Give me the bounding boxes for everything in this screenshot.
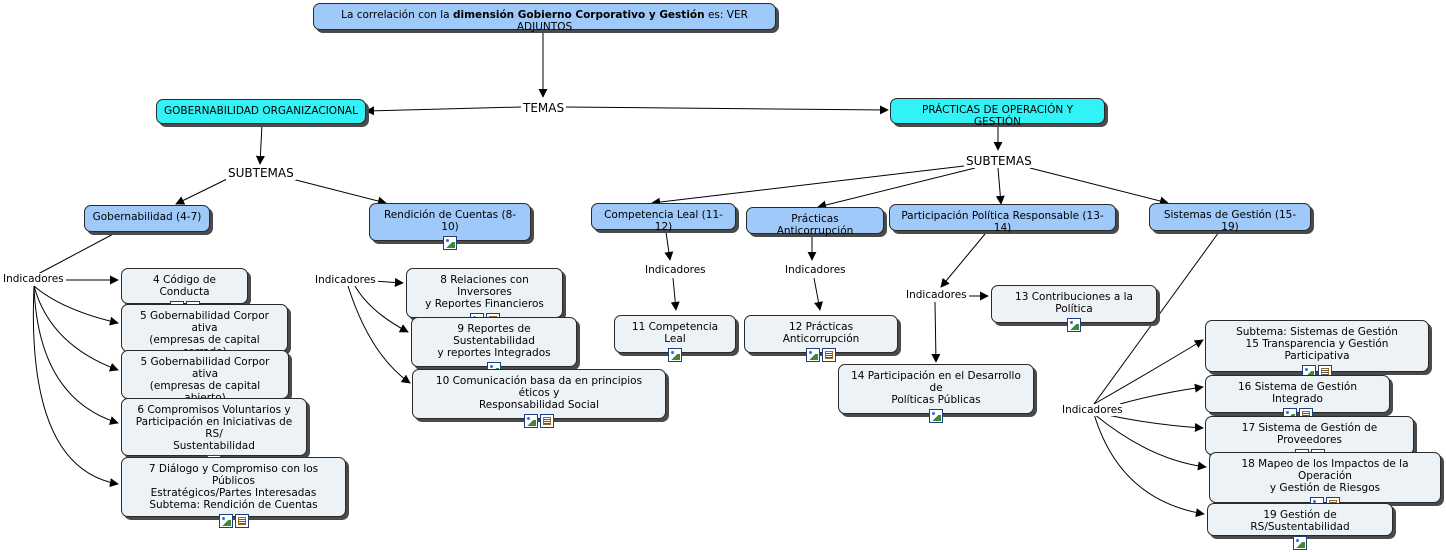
root-label-suffix: es: VER ADJUNTOS bbox=[516, 9, 748, 33]
subtopic-gobernabilidad[interactable]: Gobernabilidad (4-7) bbox=[84, 205, 210, 232]
resource-icons bbox=[419, 414, 659, 430]
topic-practicas-operacion-gestion[interactable]: PRÁCTICAS DE OPERACIÓN Y GESTIÓN bbox=[890, 98, 1105, 128]
indicator-18[interactable]: 18 Mapeo de los Impactos de la Operación… bbox=[1209, 452, 1441, 511]
indicator-label: 11 Competencia Leal bbox=[631, 321, 719, 345]
topic-label: GOBERNABILIDAD ORGANIZACIONAL bbox=[164, 105, 358, 117]
root-concept-label: La correlación con la dimensión Gobierno… bbox=[320, 9, 769, 33]
indicator-6[interactable]: 6 Compromisos Voluntarios y Participació… bbox=[121, 398, 307, 469]
indicator-label: 10 Comunicación basa da en principios ét… bbox=[435, 375, 643, 411]
image-resource-icon[interactable] bbox=[443, 236, 457, 250]
document-resource-icon[interactable] bbox=[540, 414, 554, 428]
subtopic-rendicion-cuentas[interactable]: Rendición de Cuentas (8-10) bbox=[369, 203, 531, 250]
indicadores-phrase-participacion: Indicadores bbox=[904, 289, 969, 301]
indicator-label: 13 Contribuciones a la Política bbox=[1015, 291, 1133, 315]
resource-icons bbox=[998, 318, 1150, 334]
indicator-label: 8 Relaciones con Inversores y Reportes F… bbox=[425, 274, 544, 310]
topic-label: PRÁCTICAS DE OPERACIÓN Y GESTIÓN bbox=[921, 104, 1073, 128]
subtopic-sistemas-gestion[interactable]: Sistemas de Gestión (15-19) bbox=[1149, 203, 1311, 233]
indicator-5-abierto[interactable]: 5 Gobernabilidad Corpor ativa (empresas … bbox=[121, 350, 289, 421]
subtopic-label: Participación Política Responsable (13-1… bbox=[901, 210, 1104, 234]
image-resource-icon[interactable] bbox=[1067, 318, 1081, 332]
indicator-8[interactable]: 8 Relaciones con Inversores y Reportes F… bbox=[406, 268, 563, 327]
indicator-16[interactable]: 16 Sistema de Gestión Integrado bbox=[1205, 375, 1390, 422]
subtemas-left-phrase: SUBTEMAS bbox=[226, 166, 296, 180]
indicator-label: 18 Mapeo de los Impactos de la Operación… bbox=[1241, 458, 1409, 494]
image-resource-icon[interactable] bbox=[668, 348, 682, 362]
indicator-13[interactable]: 13 Contribuciones a la Política bbox=[991, 285, 1157, 332]
indicator-label: 9 Reportes de Sustentabilidad y reportes… bbox=[437, 323, 551, 359]
document-resource-icon[interactable] bbox=[822, 348, 836, 362]
indicator-label: Subtema: Sistemas de Gestión 15 Transpar… bbox=[1236, 326, 1398, 362]
image-resource-icon[interactable] bbox=[806, 348, 820, 362]
image-resource-icon[interactable] bbox=[929, 409, 943, 423]
indicator-11[interactable]: 11 Competencia Leal bbox=[614, 315, 736, 362]
root-label-prefix: La correlación con la bbox=[341, 9, 453, 21]
image-resource-icon[interactable] bbox=[524, 414, 538, 428]
temas-phrase: TEMAS bbox=[521, 101, 567, 115]
subtopic-competencia-leal[interactable]: Competencia Leal (11-12) bbox=[591, 203, 736, 233]
indicator-label: 5 Gobernabilidad Corpor ativa (empresas … bbox=[140, 356, 270, 404]
indicator-label: 4 Código de Conducta bbox=[153, 274, 216, 298]
indicadores-phrase-gobernabilidad: Indicadores bbox=[1, 273, 66, 285]
indicadores-phrase-anticorrupcion: Indicadores bbox=[783, 264, 848, 276]
indicator-12[interactable]: 12 Prácticas Anticorrupción bbox=[744, 315, 898, 362]
indicator-4[interactable]: 4 Código de Conducta bbox=[121, 268, 248, 315]
document-resource-icon[interactable] bbox=[234, 514, 249, 528]
indicator-15[interactable]: Subtema: Sistemas de Gestión 15 Transpar… bbox=[1205, 320, 1429, 379]
indicator-5-cerrado[interactable]: 5 Gobernabilidad Corpor ativa (empresas … bbox=[121, 304, 288, 375]
indicator-label: 6 Compromisos Voluntarios y Participació… bbox=[135, 404, 293, 452]
indicator-14[interactable]: 14 Participación en el Desarrollo de Pol… bbox=[838, 364, 1034, 423]
image-resource-icon[interactable] bbox=[1293, 536, 1307, 550]
subtopic-label: Competencia Leal (11-12) bbox=[604, 209, 723, 233]
topic-gobernabilidad-organizacional[interactable]: GOBERNABILIDAD ORGANIZACIONAL bbox=[156, 99, 366, 124]
indicator-7[interactable]: 7 Diálogo y Compromiso con los Públicos … bbox=[121, 457, 346, 528]
indicator-label: 7 Diálogo y Compromiso con los Públicos … bbox=[148, 463, 319, 511]
subtemas-right-phrase: SUBTEMAS bbox=[964, 154, 1034, 168]
indicator-label: 12 Prácticas Anticorrupción bbox=[782, 321, 860, 345]
indicator-label: 16 Sistema de Gestión Integrado bbox=[1238, 381, 1357, 405]
indicator-9[interactable]: 9 Reportes de Sustentabilidad y reportes… bbox=[411, 317, 577, 376]
root-concept-node[interactable]: La correlación con la dimensión Gobierno… bbox=[313, 3, 776, 33]
indicator-10[interactable]: 10 Comunicación basa da en principios ét… bbox=[412, 369, 666, 428]
resource-icons bbox=[845, 409, 1027, 425]
resource-icons bbox=[621, 348, 729, 364]
subtopic-label: Gobernabilidad (4-7) bbox=[92, 211, 202, 223]
resource-icons bbox=[376, 236, 524, 252]
indicadores-phrase-sistemas: Indicadores bbox=[1060, 404, 1125, 416]
indicator-label: 14 Participación en el Desarrollo de Pol… bbox=[851, 370, 1021, 406]
image-resource-icon[interactable] bbox=[218, 514, 233, 528]
indicator-label: 17 Sistema de Gestión de Proveedores bbox=[1241, 422, 1378, 446]
subtopic-practicas-anticorrupcion[interactable]: Prácticas Anticorrupción bbox=[746, 207, 884, 237]
indicadores-phrase-rendicion: Indicadores bbox=[313, 274, 378, 286]
resource-icons bbox=[1214, 536, 1386, 552]
indicator-label: 19 Gestión de RS/Sustentabilidad bbox=[1250, 509, 1350, 533]
subtopic-participacion-politica[interactable]: Participación Política Responsable (13-1… bbox=[889, 204, 1116, 234]
indicator-17[interactable]: 17 Sistema de Gestión de Proveedores bbox=[1205, 416, 1414, 463]
indicadores-phrase-competencia: Indicadores bbox=[643, 264, 708, 276]
resource-icons bbox=[751, 348, 891, 364]
subtopic-label: Rendición de Cuentas (8-10) bbox=[383, 209, 517, 233]
root-label-emphasis: dimensión Gobierno Corporativo y Gestión bbox=[452, 9, 705, 21]
indicator-label: 5 Gobernabilidad Corpor ativa (empresas … bbox=[140, 310, 269, 358]
subtopic-label: Sistemas de Gestión (15-19) bbox=[1163, 209, 1297, 233]
subtopic-label: Prácticas Anticorrupción bbox=[776, 213, 854, 237]
resource-icons bbox=[128, 514, 339, 530]
indicator-19[interactable]: 19 Gestión de RS/Sustentabilidad bbox=[1207, 503, 1393, 550]
